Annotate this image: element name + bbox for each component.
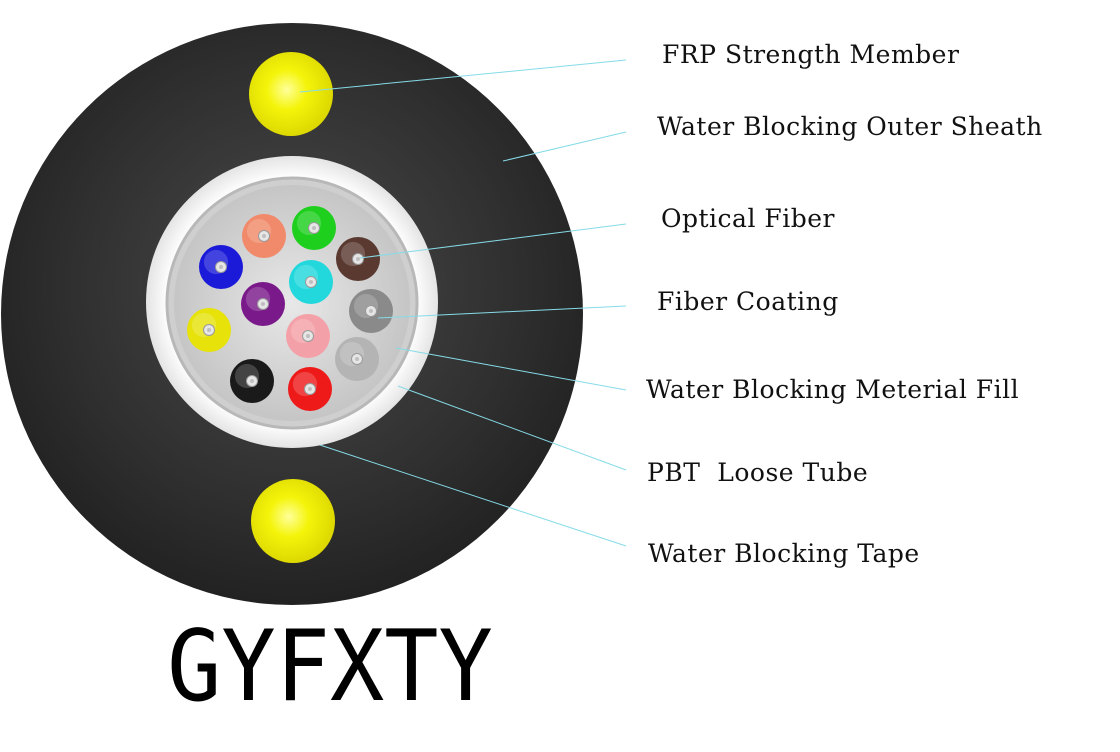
label-optical-fiber: Optical Fiber [661, 204, 835, 233]
optical-fiber-center [369, 309, 373, 313]
optical-fiber-green [292, 206, 336, 250]
optical-fiber-black [230, 359, 274, 403]
cable-model-title: GYFXTY [167, 610, 493, 724]
optical-fiber-center [355, 357, 359, 361]
label-water-blocking-tape: Water Blocking Tape [648, 539, 920, 568]
optical-fiber-center [356, 257, 360, 261]
optical-fiber-center [261, 302, 265, 306]
optical-fiber-group [187, 206, 393, 411]
label-frp-strength-member: FRP Strength Member [662, 40, 960, 69]
optical-fiber-white [335, 337, 379, 381]
optical-fiber-orange [242, 214, 286, 258]
label-water-blocking-outer-sheath: Water Blocking Outer Sheath [657, 112, 1043, 141]
optical-fiber-yellow [187, 308, 231, 352]
leader-lines [299, 59, 627, 547]
optical-fiber-violet [241, 282, 285, 326]
frp-strength-member-top [249, 52, 333, 136]
frp-strength-member-bottom [251, 479, 335, 563]
leader-line-optical-fiber [359, 223, 627, 259]
optical-fiber-center [250, 379, 254, 383]
leader-line-tape [319, 444, 627, 547]
label-fiber-coating: Fiber Coating [657, 287, 839, 316]
leader-line-loose-tube [397, 385, 627, 471]
optical-fiber-slate [349, 289, 393, 333]
label-pbt-loose-tube: PBT Loose Tube [647, 458, 869, 487]
optical-fiber-center [308, 387, 312, 391]
leader-line-fiber-coating [377, 305, 627, 319]
optical-fiber-center [309, 280, 313, 284]
leader-line-material-fill [395, 347, 627, 391]
optical-fiber-center [262, 234, 266, 238]
optical-fiber-rose [286, 314, 330, 358]
optical-fiber-brown [336, 237, 380, 281]
optical-fiber-center [306, 334, 310, 338]
optical-fiber-aqua [289, 260, 333, 304]
label-water-blocking-material-fill: Water Blocking Meterial Fill [646, 375, 1020, 404]
optical-fiber-blue [199, 245, 243, 289]
leader-line-outer-sheath [502, 131, 627, 162]
optical-fiber-red [288, 367, 332, 411]
optical-fiber-center [207, 328, 211, 332]
optical-fiber-center [312, 226, 316, 230]
optical-fiber-center [219, 265, 223, 269]
leader-line-frp [299, 59, 627, 93]
